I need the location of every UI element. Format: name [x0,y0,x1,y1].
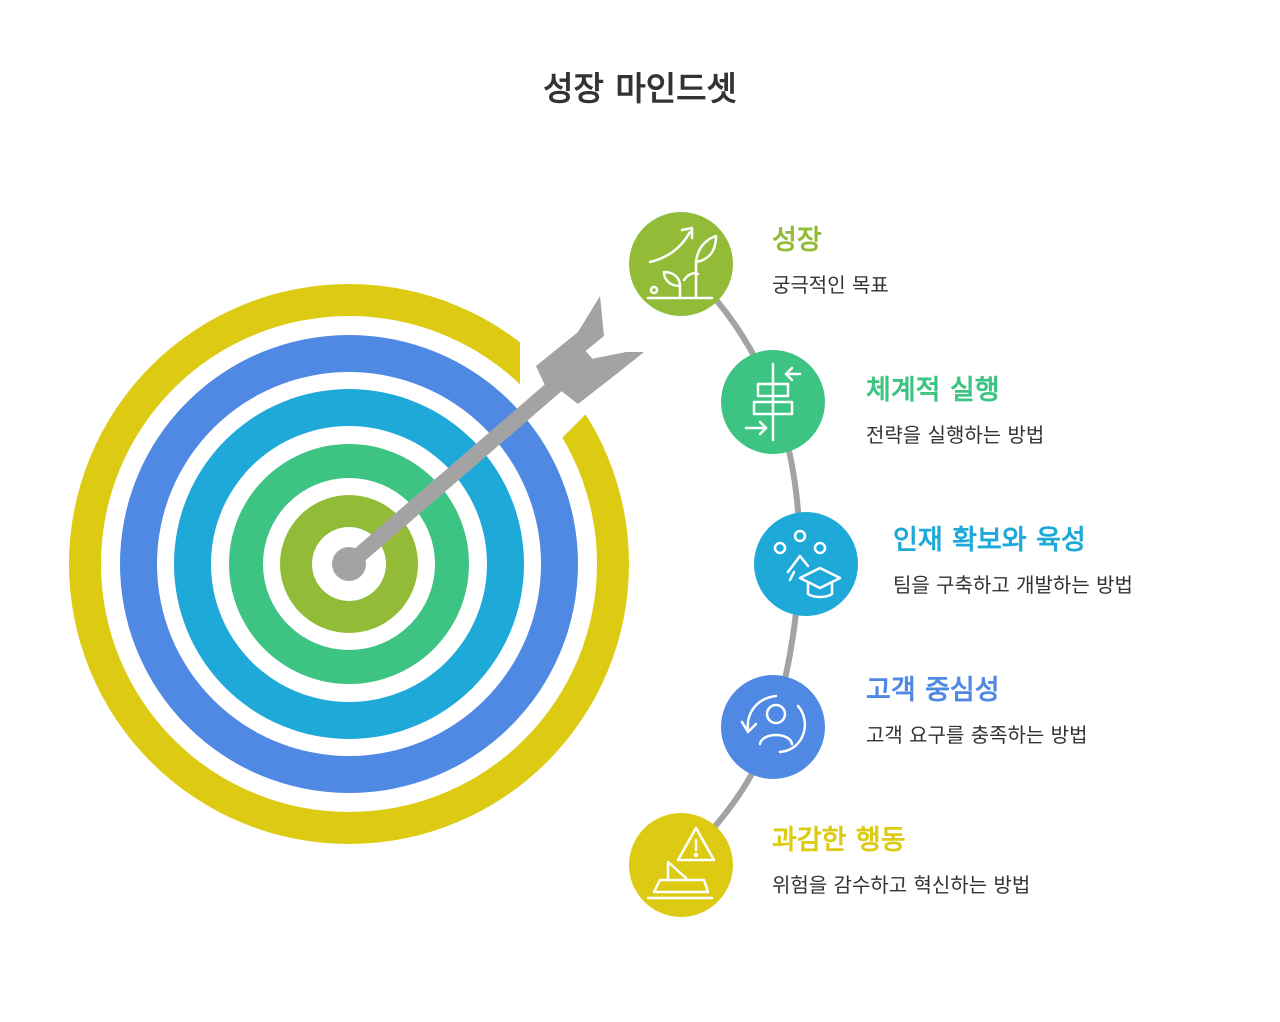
customer-cycle-icon [740,694,807,754]
graduation-team-icon [773,529,842,599]
signpost-icon [744,362,802,442]
step-circle-growth [629,212,733,316]
arrow-tip [332,547,366,581]
step-title-talent: 인재 확보와 육성 [893,525,1086,556]
arrow-fletch-1 [536,296,604,392]
step-desc-execution: 전략을 실행하는 방법 [866,423,1045,447]
step-desc-bold-action: 위험을 감수하고 혁신하는 방법 [772,873,1031,897]
step-text-execution: 체계적 실행 전략을 실행하는 방법 [866,374,1044,448]
step-title-customer: 고객 중심성 [866,675,1000,706]
step-title-execution: 체계적 실행 [866,375,1000,406]
step-title-bold-action: 과감한 행동 [772,825,906,856]
step-circle-bold-action [629,813,733,917]
step-title-growth: 성장 [772,225,822,256]
step-desc-growth: 궁극적인 목표 [772,273,889,297]
step-customer [721,675,825,779]
step-talent [754,512,858,616]
plant-growth-icon [646,226,718,300]
step-growth [629,212,733,316]
connector-path [678,261,803,867]
arrow [332,296,644,581]
step-circle-customer [721,675,825,779]
arrow-fletch-2 [552,352,644,404]
arrow-shaft [343,349,596,571]
step-desc-talent: 팀을 구축하고 개발하는 방법 [893,573,1133,597]
step-text-customer: 고객 중심성 고객 요구를 충족하는 방법 [866,674,1087,748]
step-text-growth: 성장 궁극적인 목표 [772,224,889,298]
warning-boat-icon [646,826,716,900]
step-text-talent: 인재 확보와 육성 팀을 구축하고 개발하는 방법 [893,524,1133,598]
page-title: 성장 마인드셋 [543,69,737,108]
step-bold-action [629,813,733,917]
step-execution [721,350,825,454]
step-text-bold-action: 과감한 행동 위험을 감수하고 혁신하는 방법 [772,824,1030,898]
step-desc-customer: 고객 요구를 충족하는 방법 [866,723,1088,747]
